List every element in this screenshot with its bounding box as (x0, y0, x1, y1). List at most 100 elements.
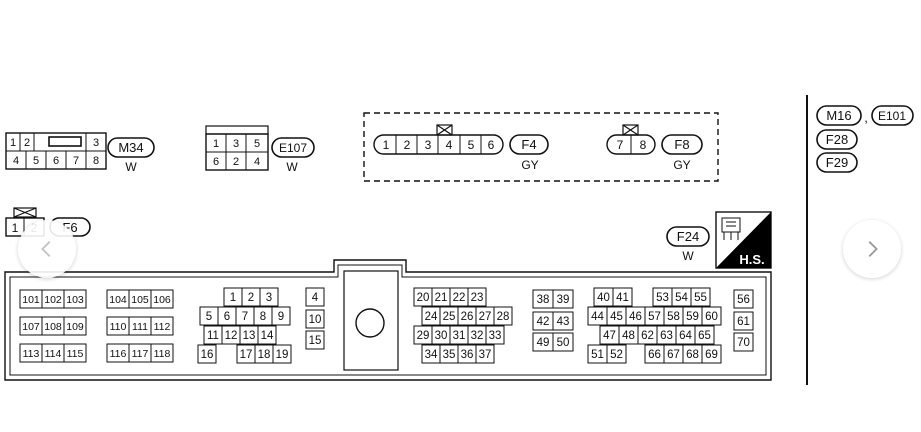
ecm-pin-cell (733, 332, 754, 352)
ecm-pin-cell (467, 287, 487, 307)
ecm-pin-cell (612, 287, 633, 307)
ecm-pin-label: 101 (22, 294, 40, 306)
ecm-pin-label: 116 (110, 348, 127, 360)
m34-key-slot (48, 136, 82, 147)
ecm-pin-cell (259, 287, 279, 307)
ecm-pin-label: 28 (497, 311, 510, 323)
ecm-connector (4, 259, 772, 381)
ecm-pin-label: 36 (461, 349, 474, 361)
ecm-pin-label: 54 (675, 292, 688, 304)
e101-label: E101 (878, 109, 906, 123)
ecm-pin-label: 14 (261, 330, 274, 342)
ecm-pin-label: 18 (258, 349, 271, 361)
ecm-pin-label: 55 (694, 292, 707, 304)
ecm-pin-label: 59 (686, 311, 699, 323)
ecm-pin-label: 114 (45, 348, 62, 360)
pin-label: 3 (425, 138, 432, 152)
ecm-pin-label: 24 (425, 311, 438, 323)
ecm-pin-cell (305, 287, 325, 307)
ecm-pin-label: 15 (309, 335, 322, 347)
f6-lock-icon (13, 207, 37, 218)
ecm-pin-label: 10 (309, 314, 322, 326)
pin-label: 6 (213, 156, 219, 168)
pin-label: 1 (10, 137, 16, 149)
ecm-pin-label: 9 (278, 311, 284, 323)
ecm-pin-label: 42 (537, 316, 550, 328)
ecm-pin-label: 23 (471, 292, 484, 304)
ecm-pin-label: 63 (660, 330, 673, 342)
pin-label: 5 (468, 138, 475, 152)
ecm-pin-label: 107 (22, 321, 40, 333)
m34-label: M34 (118, 140, 143, 155)
ecm-pin-label: 29 (417, 330, 430, 342)
ecm-pin-label: 43 (557, 316, 570, 328)
e107-label-badge (271, 137, 315, 158)
ecm-pin-label: 17 (240, 349, 253, 361)
f24-wire-color: W (682, 249, 694, 263)
m34-label-badge (107, 137, 155, 158)
e107-wire-color: W (286, 160, 298, 174)
ecm-pin-label: 7 (242, 311, 248, 323)
ecm-pin-label: 11 (207, 330, 219, 342)
ecm-pin-label: 19 (276, 349, 289, 361)
ecm-pin-cell (150, 316, 174, 336)
ecm-pin-label: 2 (248, 292, 254, 304)
pin-label: 1 (383, 138, 390, 152)
ecm-pin-cell (485, 325, 505, 345)
connector-m34: 1 2 3 4 5 6 7 8 M34 W (5, 132, 155, 174)
ecm-pin-label: 33 (489, 330, 502, 342)
pin-label: 3 (233, 138, 239, 150)
pin-label: 5 (254, 138, 260, 150)
previous-button[interactable] (18, 220, 76, 278)
ecm-pin-label: 105 (131, 294, 149, 306)
ecm-pin-label: 8 (260, 311, 266, 323)
ecm-pin-cell (493, 306, 513, 326)
ecm-pin-label: 12 (225, 330, 238, 342)
m16-label: M16 (826, 108, 851, 123)
ecm-pin-label: 48 (622, 330, 635, 342)
ecm-pin-label: 108 (44, 321, 62, 333)
ecm-pin-label: 62 (641, 330, 654, 342)
pin-label: 6 (53, 155, 59, 167)
ecm-pin-label: 26 (461, 311, 474, 323)
f8-wire-color: GY (673, 158, 690, 172)
next-button[interactable] (843, 220, 901, 278)
ecm-pin-label: 22 (453, 292, 466, 304)
dashed-group-outline (363, 112, 719, 182)
ecm-pin-label: 111 (132, 321, 148, 333)
f28-label: F28 (826, 132, 848, 147)
ecm-pin-label: 41 (616, 292, 629, 304)
pin-label: 3 (93, 137, 99, 149)
ecm-pin-cell (305, 309, 325, 329)
pin-label: 8 (640, 138, 647, 152)
pin-label: 1 (12, 221, 19, 235)
pin-label: 4 (446, 138, 453, 152)
ecm-pin-label: 106 (153, 294, 171, 306)
ecm-pin-label: 5 (206, 311, 212, 323)
ecm-pin-cell (63, 316, 87, 336)
ecm-pin-cell (606, 344, 627, 364)
ecm-pin-label: 70 (737, 337, 750, 349)
ecm-pin-label: 109 (66, 321, 84, 333)
f28-badge (816, 129, 858, 150)
ecm-pin-cell (197, 344, 217, 364)
connector-f4: 1 2 3 4 5 6 F4 GY (373, 124, 549, 172)
hs-label: H.S. (739, 252, 764, 267)
ecm-pin-label: 25 (443, 311, 456, 323)
connector-f24: F24 W H.S. (666, 211, 772, 269)
ecm-pin-label: 56 (737, 294, 750, 306)
ecm-pin-label: 53 (656, 292, 669, 304)
ecm-pin-label: 115 (67, 348, 84, 360)
ecm-pin-cell (694, 325, 715, 345)
ecm-pin-label: 112 (154, 321, 171, 333)
ecm-pin-label: 4 (312, 292, 319, 304)
connector-f8: 7 8 F8 GY (606, 124, 703, 172)
ecm-pin-cell (475, 344, 495, 364)
ecm-pin-label: 66 (648, 349, 661, 361)
pin-label: 8 (93, 155, 99, 167)
pin-label: 4 (13, 155, 19, 167)
ecm-pin-label: 110 (110, 321, 127, 333)
ecm-pin-label: 37 (479, 349, 492, 361)
ecm-pin-label: 65 (698, 330, 711, 342)
